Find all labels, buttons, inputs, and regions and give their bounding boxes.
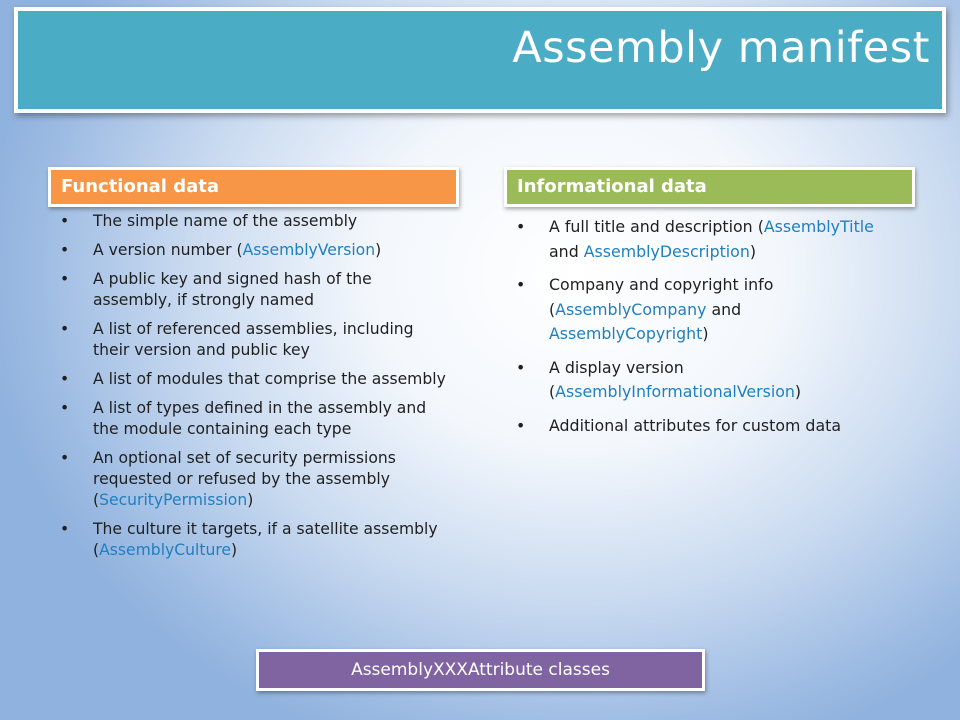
list-item: Company and copyright info (AssemblyComp… xyxy=(516,273,901,347)
attribute-name: AssemblyCompany xyxy=(555,299,707,319)
attribute-name: AssemblyDescription xyxy=(583,241,750,261)
list-item: The simple name of the assembly xyxy=(60,211,452,232)
list-item: A display version (AssemblyInformational… xyxy=(516,356,901,405)
attribute-name: AssemblyCopyright xyxy=(549,324,703,343)
functional-data-list: The simple name of the assembly A versio… xyxy=(60,211,452,569)
list-item: A full title and description (AssemblyTi… xyxy=(516,215,901,264)
functional-data-header: Functional data xyxy=(48,167,459,207)
list-item: Additional attributes for custom data xyxy=(516,414,901,439)
slide-title: Assembly manifest xyxy=(512,23,930,73)
list-item: An optional set of security permissions … xyxy=(60,448,452,511)
attribute-name: AssemblyTitle xyxy=(763,217,874,236)
list-item: A public key and signed hash of the asse… xyxy=(60,269,452,311)
list-item: A list of types defined in the assembly … xyxy=(60,398,452,440)
informational-data-list: A full title and description (AssemblyTi… xyxy=(516,215,901,447)
list-item: A list of modules that comprise the asse… xyxy=(60,369,452,390)
list-item: A list of referenced assemblies, includi… xyxy=(60,319,452,361)
list-item: The culture it targets, if a satellite a… xyxy=(60,519,452,561)
informational-data-header: Informational data xyxy=(504,167,915,207)
list-item: A version number (AssemblyVersion) xyxy=(60,240,452,261)
attribute-name: AssemblyInformationalVersion xyxy=(555,382,795,401)
attribute-name: SecurityPermission xyxy=(99,491,248,509)
attribute-name: AssemblyCulture xyxy=(99,541,232,559)
attribute-classes-box: AssemblyXXXAttribute classes xyxy=(256,649,705,691)
title-banner: Assembly manifest xyxy=(14,7,946,113)
attribute-name: AssemblyVersion xyxy=(242,241,376,259)
